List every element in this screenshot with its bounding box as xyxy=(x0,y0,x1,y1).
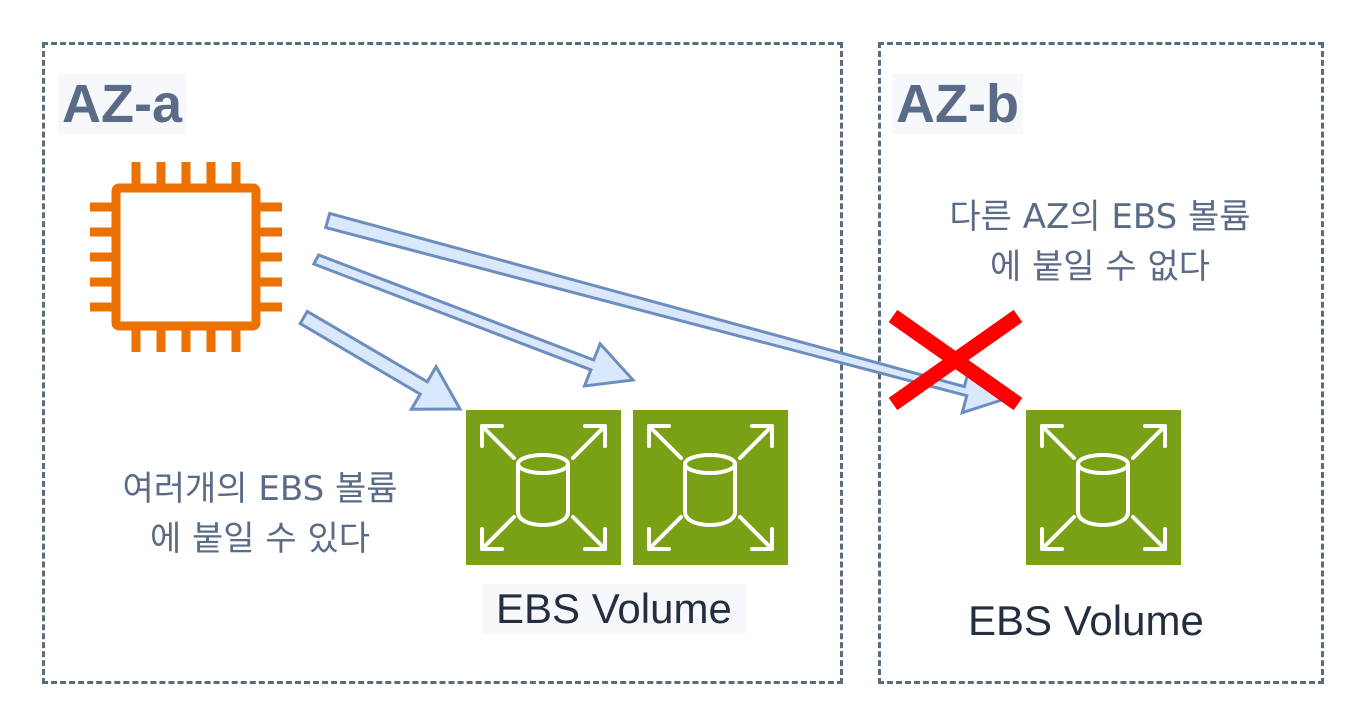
ebs-volume-label-b: EBS Volume xyxy=(968,597,1204,644)
availability-zone-b xyxy=(878,42,1324,684)
az-a-note: 여러개의 EBS 볼륨 에 붙일 수 있다 xyxy=(122,469,398,559)
ebs-volume-label-a: EBS Volume xyxy=(482,584,746,634)
ebs-volume-icon xyxy=(466,410,621,565)
ebs-volume-icon xyxy=(633,410,788,565)
az-a-title: AZ-a xyxy=(58,74,186,134)
ebs-volume-icon xyxy=(1026,410,1181,565)
az-b-title: AZ-b xyxy=(892,74,1023,134)
az-b-note: 다른 AZ의 EBS 볼륨 에 붙일 수 없다 xyxy=(949,197,1251,287)
ec2-instance-chip-icon xyxy=(90,162,282,352)
